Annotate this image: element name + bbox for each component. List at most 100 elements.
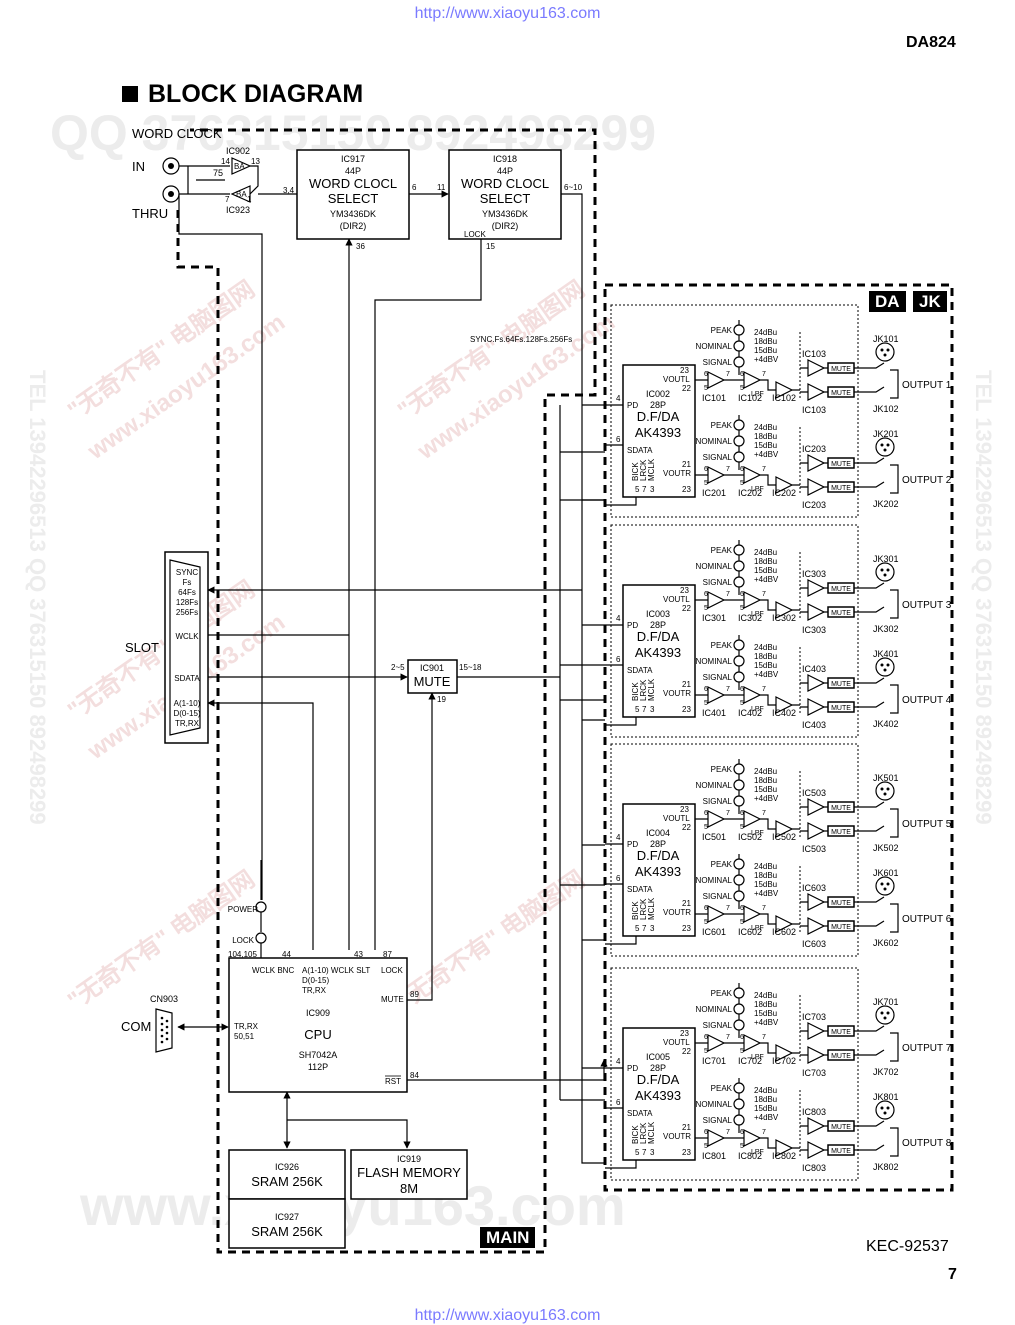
bullet-square-icon — [122, 86, 138, 102]
led-nominal-icon — [733, 779, 745, 791]
cpu-pin-87: 87 — [383, 950, 392, 959]
led-peak-icon — [733, 639, 745, 651]
phone-jack-icon — [890, 1127, 899, 1157]
opamp-pin: 7 — [762, 810, 766, 817]
opamp-ic-label-3: IC702 — [772, 1056, 796, 1066]
level-label: 15dBu — [754, 661, 777, 670]
driver-opamp-icon — [807, 1046, 826, 1064]
slot-connector: SLOT SYNC Fs 64Fs 128Fs 256Fs WCLK SDATA… — [125, 551, 209, 744]
dac-pin: 6 — [616, 1098, 621, 1107]
ic918-part: YM3436DK — [482, 209, 528, 219]
dac-ic-pkg: 28P — [650, 839, 666, 849]
level-label: 15dBu — [754, 346, 777, 355]
opamp-pin: 7 — [762, 1129, 766, 1136]
opamp-icon — [743, 810, 762, 828]
cpu-pin-44: 44 — [282, 950, 291, 959]
opamp-pin: 6 — [704, 686, 708, 693]
opamp-ic-label-1: IC401 — [702, 708, 726, 718]
led-peak-icon — [733, 858, 745, 870]
mute-relay-label: MUTE — [831, 1053, 851, 1060]
driver-opamp-icon — [807, 579, 826, 597]
cpu-port-lock: LOCK — [381, 966, 403, 975]
dac-block-outline — [610, 304, 859, 518]
db9-connector-icon — [155, 1008, 173, 1053]
opamp-pin: 6 — [740, 1034, 744, 1041]
lpf-label: LPF — [751, 391, 764, 398]
xlr-jack-label: JK801 — [873, 1092, 899, 1102]
opamp-icon — [743, 686, 762, 704]
opamp-pin: 7 — [726, 1129, 730, 1136]
mute-relay-label: MUTE — [831, 924, 851, 931]
opamp-ic-label-1: IC501 — [702, 832, 726, 842]
cpu-trrx-pins: 50,51 — [234, 1032, 255, 1041]
led-label-peak: PEAK — [711, 1084, 733, 1093]
lpf-label: LPF — [751, 486, 764, 493]
source-url-bottom[interactable]: http://www.xiaoyu163.com — [414, 1307, 601, 1324]
dac-pin: 3 — [650, 705, 655, 714]
level-label: 15dBu — [754, 566, 777, 575]
slot-sync-1: Fs — [183, 578, 192, 587]
opamp-pin: 5 — [740, 385, 744, 392]
opamp-ic-label-1: IC701 — [702, 1056, 726, 1066]
xlr-jack-icon — [875, 781, 895, 801]
dac-pd-label: PD — [627, 1064, 638, 1073]
dac-pin: 23 — [680, 805, 689, 814]
dac-pin: 22 — [682, 1047, 691, 1056]
mute-relay-label: MUTE — [831, 485, 851, 492]
level-label: +4dBV — [754, 670, 779, 679]
slot-wclk: WCLK — [175, 632, 199, 641]
ic926-func: SRAM 256K — [251, 1174, 323, 1189]
level-label: +4dBV — [754, 1113, 779, 1122]
ic918-lock-label: LOCK — [464, 230, 486, 239]
opamp-icon — [743, 1034, 762, 1052]
output-label: OUTPUT 1 — [902, 380, 952, 391]
opamp-pin: 5 — [704, 385, 708, 392]
dac-clock-line — [605, 717, 637, 726]
led-label-nominal: NOMINAL — [696, 657, 733, 666]
dac-pin: 23 — [680, 366, 689, 375]
dac-side-label: BICK — [631, 462, 640, 481]
ic918-block: IC918 44P WORD CLOCL SELECT YM3436DK (DI… — [437, 149, 583, 251]
ic918-pin-bottom: 15 — [486, 242, 495, 251]
led-peak-icon — [733, 987, 745, 999]
led-signal-icon — [733, 671, 745, 683]
dac-ic-box — [622, 1027, 696, 1161]
phone-jack-icon — [890, 808, 899, 838]
xlr-jack-label: JK301 — [873, 554, 899, 564]
level-label: 18dBu — [754, 432, 777, 441]
opamp-pin: 6 — [740, 371, 744, 378]
xlr-jack-label: JK501 — [873, 773, 899, 783]
dac-voutl-label: VOUTL — [663, 375, 690, 384]
output-label: OUTPUT 4 — [902, 695, 952, 706]
dac-pin: 23 — [680, 586, 689, 595]
dac-ic-func: D.F/DA — [637, 848, 680, 863]
phone-jack-label: JK102 — [873, 404, 899, 414]
source-url-top[interactable]: http://www.xiaoyu163.com — [414, 5, 601, 22]
opamp-icon — [707, 371, 726, 389]
main-board-outline — [176, 128, 597, 1254]
slot-sdata: SDATA — [174, 674, 200, 683]
mute-relay-label: MUTE — [831, 390, 851, 397]
driver-opamp-icon — [807, 478, 826, 496]
cpu-mute-pin: 89 — [410, 990, 419, 999]
dac-pin: 23 — [682, 924, 691, 933]
level-label: 15dBu — [754, 785, 777, 794]
dac-sdata-label: SDATA — [627, 666, 653, 675]
led-nominal-icon — [733, 1003, 745, 1015]
dac-side-label: LRCK — [639, 679, 648, 701]
mute-relay-label: MUTE — [831, 681, 851, 688]
driver-ic-label-2: IC603 — [802, 939, 826, 949]
opamp-pin: 5 — [704, 480, 708, 487]
dac-pin: 23 — [682, 1148, 691, 1157]
driver-ic-label: IC103 — [802, 349, 826, 359]
mute-relay-label: MUTE — [831, 829, 851, 836]
output-channel-5: PEAKNOMINALSIGNAL24dBu18dBu15dBu+4dBV657… — [695, 759, 952, 854]
mute-relay-label: MUTE — [831, 610, 851, 617]
opamp-pin: 7 — [726, 466, 730, 473]
bnc-in-pin-icon — [168, 163, 174, 169]
opamp-pin: 5 — [704, 824, 708, 831]
ic917-part: YM3436DK — [330, 209, 376, 219]
output-label: OUTPUT 5 — [902, 819, 952, 830]
opamp-pin: 5 — [740, 700, 744, 707]
driver-opamp-icon — [807, 359, 826, 377]
